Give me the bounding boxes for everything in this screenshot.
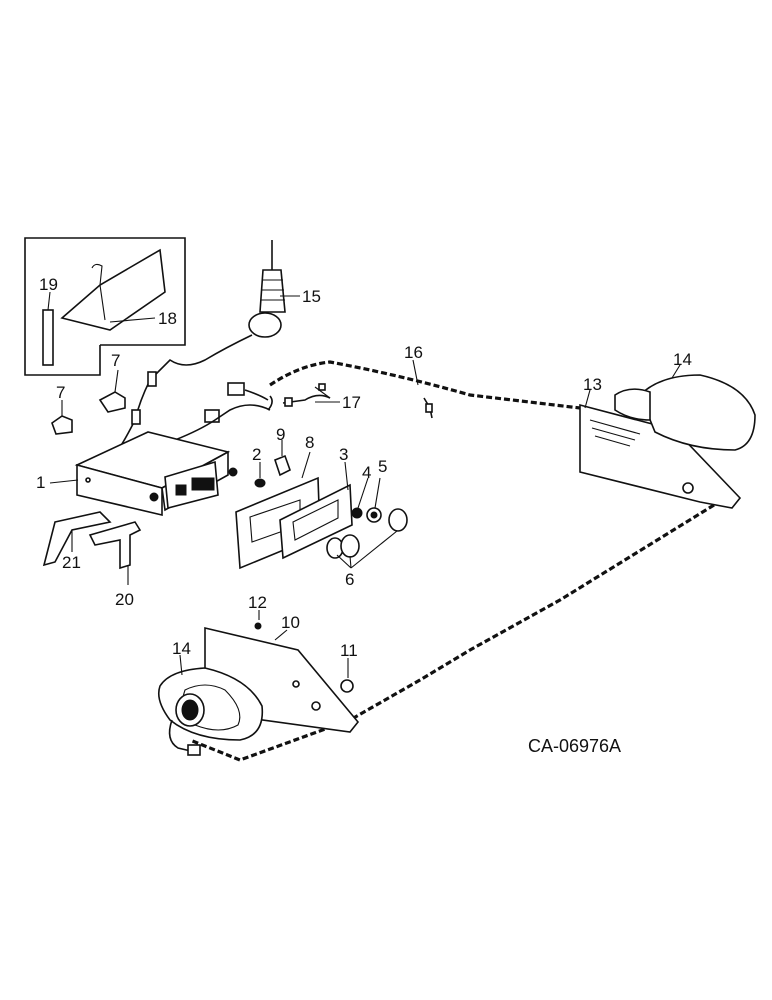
knob-6c xyxy=(340,534,360,558)
antenna-15 xyxy=(149,240,286,381)
callout-7-lower: 7 xyxy=(56,383,65,402)
callout-5: 5 xyxy=(378,457,387,476)
callout-6: 6 xyxy=(345,570,354,589)
callout-4: 4 xyxy=(362,463,371,482)
callout-12: 12 xyxy=(248,593,267,612)
callout-13: 13 xyxy=(583,375,602,394)
speaker-right xyxy=(579,374,756,509)
callout-15: 15 xyxy=(302,287,321,306)
bezel-3 xyxy=(279,483,353,560)
nut-11 xyxy=(340,679,354,693)
rod-19 xyxy=(42,309,54,366)
callout-14-left: 14 xyxy=(172,639,191,658)
nut-2 xyxy=(254,478,266,488)
callout-7-upper: 7 xyxy=(111,351,120,370)
shaft-9 xyxy=(274,454,291,477)
callout-20: 20 xyxy=(115,590,134,609)
callout-1: 1 xyxy=(36,473,45,492)
inset-panel xyxy=(24,237,186,376)
callout-3: 3 xyxy=(339,445,348,464)
callout-8: 8 xyxy=(305,433,314,452)
callout-2: 2 xyxy=(252,445,261,464)
leader-lines xyxy=(47,291,681,678)
bracket-20 xyxy=(88,521,142,570)
callout-17: 17 xyxy=(342,393,361,412)
nut-12 xyxy=(254,622,262,630)
callout-14-right: 14 xyxy=(673,350,692,369)
clip-7-upper xyxy=(98,391,126,413)
knob-4 xyxy=(351,507,363,519)
cable-16 xyxy=(269,360,581,410)
speaker-left xyxy=(157,626,360,756)
speaker-14-right xyxy=(639,374,756,451)
callout-19: 19 xyxy=(39,275,58,294)
knob-6a xyxy=(388,508,408,532)
callout-18: 18 xyxy=(158,309,177,328)
radio-1 xyxy=(74,431,238,517)
callout-21: 21 xyxy=(62,553,81,572)
callout-11: 11 xyxy=(340,641,358,660)
callout-10: 10 xyxy=(281,613,300,632)
clip-7-lower xyxy=(51,415,73,435)
figure-code: CA-06976A xyxy=(528,736,621,756)
callout-16: 16 xyxy=(404,343,423,362)
bracket-18 xyxy=(60,248,166,331)
callout-9: 9 xyxy=(276,425,285,444)
